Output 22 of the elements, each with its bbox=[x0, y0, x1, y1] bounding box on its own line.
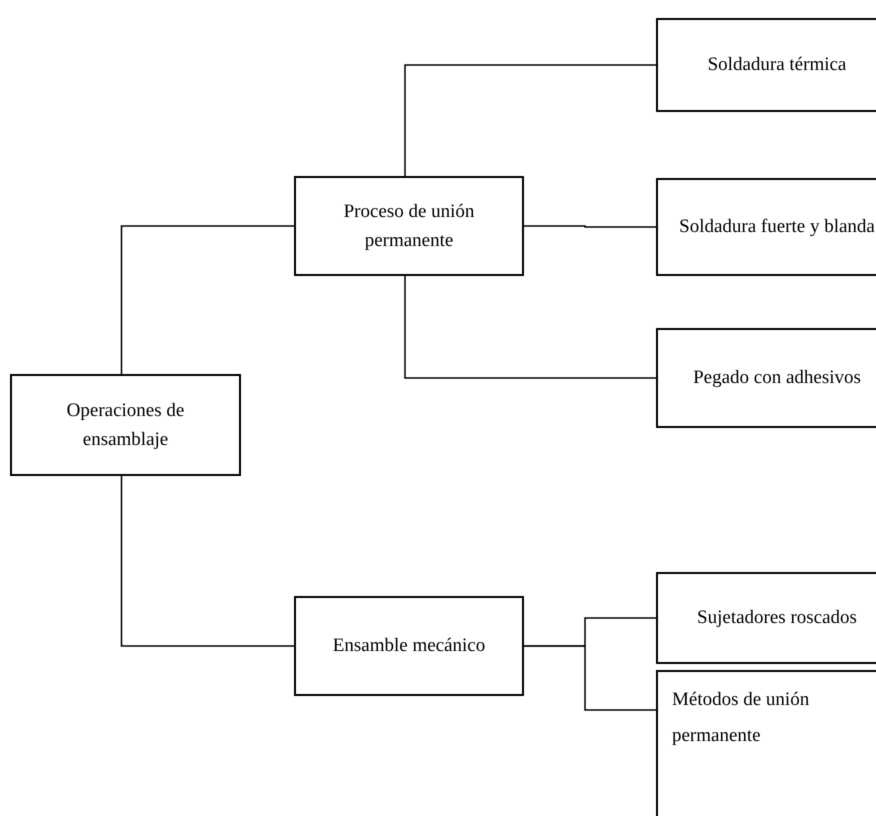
box-label: Pegado con adhesivos bbox=[693, 366, 861, 390]
process-box bbox=[294, 176, 524, 276]
box-label: Operaciones de ensamblaje bbox=[66, 398, 186, 452]
process-box bbox=[656, 18, 876, 112]
box-label: Proceso de unión permanente bbox=[342, 200, 476, 253]
process-box bbox=[10, 374, 241, 476]
connector-line bbox=[120, 225, 294, 374]
connector-line bbox=[404, 64, 656, 176]
connector-line bbox=[120, 476, 294, 647]
box-label: Sujetadores roscados bbox=[697, 606, 857, 630]
box-label: Soldadura fuerte y blanda bbox=[679, 215, 875, 240]
box-label: Métodos de unión permanente bbox=[672, 688, 810, 748]
process-box bbox=[656, 670, 876, 816]
process-box bbox=[656, 328, 876, 428]
process-box bbox=[656, 572, 876, 664]
box-label: Soldadura térmica bbox=[708, 53, 846, 78]
connector-line bbox=[404, 276, 656, 379]
box-label: Ensamble mecánico bbox=[332, 634, 486, 658]
process-box bbox=[294, 596, 524, 696]
connector-line bbox=[524, 225, 656, 228]
connector-line bbox=[524, 645, 656, 711]
process-box bbox=[656, 178, 876, 276]
